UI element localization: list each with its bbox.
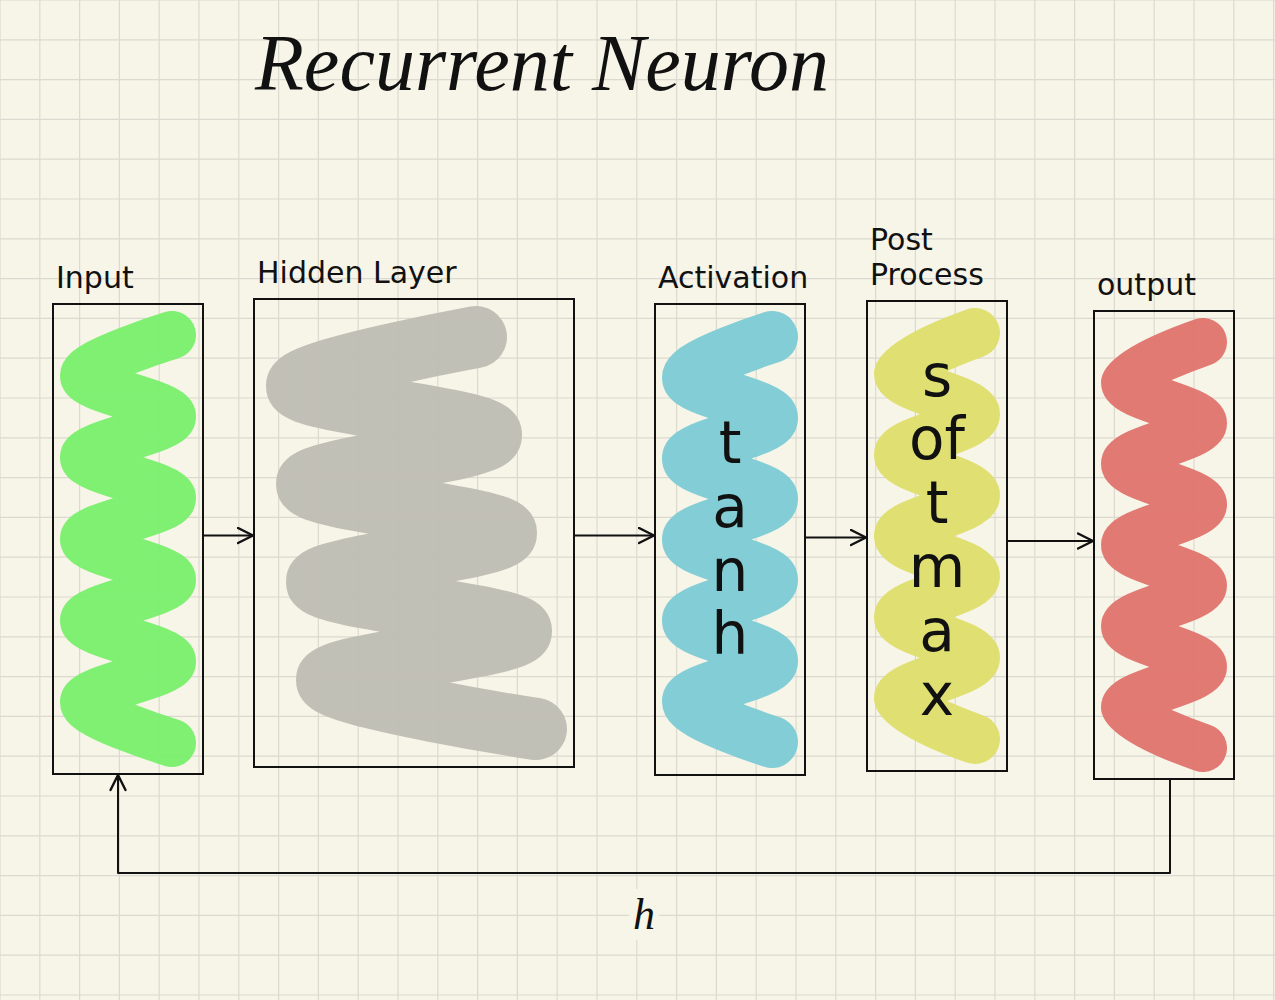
flow-arrow — [204, 535, 253, 537]
grid-line — [517, 0, 518, 1000]
flow-arrow — [806, 537, 866, 539]
grid-line — [0, 795, 1275, 796]
grid-line — [596, 0, 597, 1000]
grid-line — [835, 0, 836, 1000]
grid-line — [0, 636, 1275, 637]
layer-heading: Post Process — [870, 223, 1010, 292]
grid-line — [0, 875, 1275, 876]
grid-line — [278, 0, 279, 1000]
grid-line — [238, 0, 239, 1000]
flow-arrow — [575, 535, 654, 537]
grid-line — [0, 159, 1275, 160]
grid-line — [198, 0, 199, 1000]
highlighter-stroke — [1125, 342, 1203, 748]
grid-line — [0, 0, 1275, 1]
highlighter-stroke — [84, 335, 172, 743]
title: Recurrent Neuron — [255, 18, 829, 109]
grid-line — [0, 119, 1275, 120]
layer-box: Hidden Layer — [253, 298, 575, 768]
flow-arrow — [118, 775, 1170, 873]
grid-line — [1114, 0, 1115, 1000]
grid-line — [0, 955, 1275, 956]
grid-line — [0, 0, 1, 1000]
layer-box: Post Processsoftmax — [866, 300, 1008, 772]
grid-line — [1034, 0, 1035, 1000]
grid-line — [0, 716, 1275, 717]
highlighter-stroke — [297, 337, 536, 729]
grid-line — [0, 557, 1275, 558]
grid-line — [0, 517, 1275, 518]
layer-heading: Input — [56, 261, 134, 296]
grid-line — [0, 238, 1275, 239]
grid-line — [0, 477, 1275, 478]
grid-line — [875, 0, 876, 1000]
layer-heading: output — [1097, 268, 1196, 303]
layer-box: Input — [52, 303, 204, 775]
grid-line — [0, 358, 1275, 359]
layer-heading: Hidden Layer — [257, 256, 457, 291]
layer-heading: Activation — [658, 261, 808, 296]
grid-line — [39, 0, 40, 1000]
flow-arrow — [1008, 540, 1093, 542]
grid-line — [636, 0, 637, 1000]
grid-line — [0, 397, 1275, 398]
grid-line — [0, 835, 1275, 836]
grid-line — [1273, 0, 1274, 1000]
grid-line — [0, 198, 1275, 199]
layer-box: Activationtanh — [654, 303, 806, 776]
grid-line — [1074, 0, 1075, 1000]
grid-line — [557, 0, 558, 1000]
grid-line — [0, 596, 1275, 597]
grid-line — [0, 278, 1275, 279]
highlighter-scribble — [1095, 312, 1233, 778]
highlighter-stroke — [688, 337, 772, 742]
grid-line — [79, 0, 80, 1000]
function-name: tanh — [701, 412, 759, 667]
grid-line — [0, 994, 1275, 995]
grid-line — [0, 437, 1275, 438]
grid-line — [676, 0, 677, 1000]
edge-label: h — [629, 889, 659, 940]
highlighter-stroke — [899, 333, 975, 739]
function-name: softmax — [908, 345, 966, 728]
layer-box: output — [1093, 310, 1235, 780]
grid-line — [0, 318, 1275, 319]
highlighter-scribble — [255, 300, 573, 766]
highlighter-scribble — [54, 305, 202, 773]
